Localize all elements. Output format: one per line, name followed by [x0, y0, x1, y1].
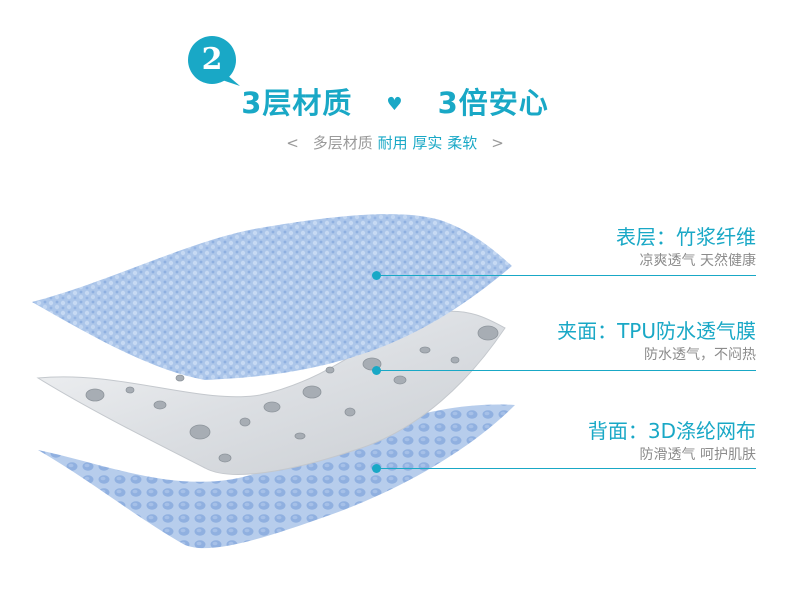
page-title: 3层材质 ♥ 3倍安心 — [0, 80, 790, 122]
title-right: 3倍安心 — [437, 86, 549, 120]
speech-bubble-badge-icon — [188, 36, 240, 86]
leader-dot-middle — [372, 366, 381, 375]
leader-line-top — [378, 275, 756, 276]
fabric-layers-illustration — [32, 214, 515, 549]
leader-line-bottom — [378, 468, 756, 469]
leader-dot-bottom — [372, 464, 381, 473]
subtitle-plain: 多层材质 — [312, 134, 373, 152]
right-angle-icon: > — [491, 134, 504, 152]
step-badge: 2 — [186, 34, 242, 90]
heart-icon: ♥ — [386, 94, 404, 115]
layer-title: 夹面：TPU防水透气膜 — [557, 319, 756, 343]
title-left: 3层材质 — [241, 86, 353, 120]
left-angle-icon: < — [286, 134, 299, 152]
layer-label-bottom: 背面：3D涤纶网布 防滑透气 呵护肌肤 — [588, 418, 756, 466]
layer-label-middle: 夹面：TPU防水透气膜 防水透气，不闷热 — [557, 318, 756, 366]
layer-desc: 防水透气，不闷热 — [644, 347, 756, 363]
step-number: 2 — [201, 42, 223, 77]
layer-title: 表层：竹浆纤维 — [616, 225, 756, 249]
top-terry-layer — [32, 214, 512, 380]
leader-dot-top — [372, 271, 381, 280]
layer-desc: 凉爽透气 天然健康 — [639, 253, 756, 269]
subtitle: < 多层材质 耐用 厚实 柔软 > — [0, 132, 790, 153]
layer-label-top: 表层：竹浆纤维 凉爽透气 天然健康 — [616, 224, 756, 272]
leader-line-middle — [378, 370, 756, 371]
layer-title: 背面：3D涤纶网布 — [587, 419, 756, 443]
layer-desc: 防滑透气 呵护肌肤 — [639, 447, 756, 463]
bottom-mesh-layer — [38, 404, 515, 549]
subtitle-highlight: 柔软 — [447, 134, 478, 152]
middle-film-layer — [36, 310, 506, 475]
subtitle-highlight: 厚实 — [412, 134, 443, 152]
subtitle-highlight: 耐用 — [377, 134, 408, 152]
